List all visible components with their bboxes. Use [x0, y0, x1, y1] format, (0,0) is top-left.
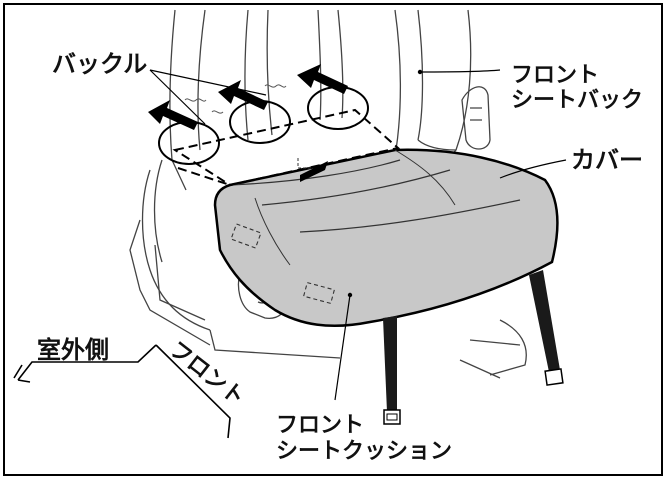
- cover-rear-flap: [172, 108, 401, 187]
- recline-lever-icon: [461, 86, 491, 150]
- cover-label: カバー: [571, 146, 643, 174]
- outboard-side-label: 室外側: [37, 336, 109, 364]
- leader-dot-seat-back: [417, 69, 423, 75]
- direction-indicator: [13, 344, 231, 439]
- seat-frame: [129, 159, 527, 379]
- hook-mark: [297, 158, 312, 169]
- front-seat-back: [169, 9, 472, 191]
- front-seat-back-label-line1: フロント: [511, 63, 599, 88]
- buckle-icons: [184, 84, 287, 114]
- leader-dot-cushion: [347, 292, 353, 298]
- front-seat-cushion-cover: [213, 148, 559, 327]
- front-seat-cushion-label-line1: フロント: [276, 413, 364, 438]
- leader-lines: [149, 69, 567, 401]
- front-seat-cushion-label-line2: シートクッション: [276, 439, 452, 464]
- straps: [383, 270, 564, 425]
- buckle-label: バックル: [52, 50, 147, 78]
- front-seat-back-label-line2: シートバック: [511, 88, 643, 113]
